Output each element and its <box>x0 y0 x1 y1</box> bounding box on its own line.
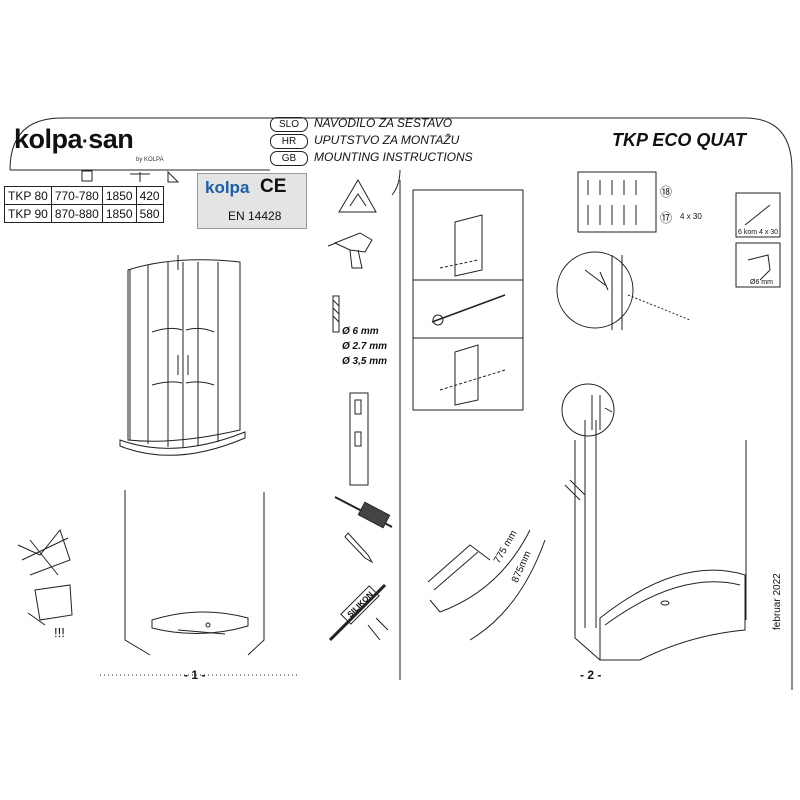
model-title: TKP ECO QUAT <box>612 130 746 150</box>
spec-table: TKP 80 770-780 1850 420 TKP 90 870-880 1… <box>4 169 164 223</box>
table-row: TKP 80 770-780 1850 420 <box>4 186 164 205</box>
ce-mark: CE <box>260 176 287 197</box>
silicone-gun-icon <box>328 583 387 642</box>
pencil-icon <box>344 532 374 564</box>
kolpa-logo: kolpa <box>205 178 250 197</box>
width-icon <box>81 170 93 182</box>
drill-size-3: Ø 3,5 mm <box>342 356 388 367</box>
frame-divider <box>391 169 401 196</box>
parts-box <box>577 171 781 288</box>
part-ref-17: ⑰ <box>660 211 673 225</box>
dimension-sketch <box>427 529 546 641</box>
drill-size-2: Ø 2.7 mm <box>342 341 388 352</box>
wall-and-tray-drawing <box>124 490 265 656</box>
screw-kit-label: 6 kom 4 x 30 <box>738 229 779 236</box>
opening-icon <box>167 170 180 183</box>
step-boxes <box>412 189 524 411</box>
corner-install-drawing <box>564 420 747 661</box>
detail-magnifiers <box>556 251 691 437</box>
standard-label: EN 14428 <box>228 209 282 223</box>
revision-date: februar 2022 <box>772 573 783 630</box>
table-row: TKP 90 870-880 1850 580 <box>4 204 164 223</box>
spirit-level-icon <box>349 392 369 486</box>
warning-triangle-icon <box>338 179 377 213</box>
page-number-1: - 1 - <box>184 668 206 682</box>
alignment-sketch <box>17 528 73 626</box>
screw-size-label: 4 x 30 <box>680 212 702 221</box>
drill-bit-label: Ø6 mm <box>750 279 773 286</box>
drill-size-1: Ø 6 mm <box>342 326 379 337</box>
shower-cabin-drawing <box>119 255 246 456</box>
warning-marks: !!! <box>54 625 65 640</box>
certification-badge: kolpa CE EN 14428 <box>197 173 307 229</box>
sheet-frame <box>9 117 793 690</box>
page-number-2: - 2 - <box>580 668 602 682</box>
brand-logo: kolpa·san <box>14 124 134 154</box>
part-ref-18: ⑱ <box>660 185 673 199</box>
brand-subtitle: by KOLPA <box>136 157 164 163</box>
drill-icon <box>333 232 373 253</box>
